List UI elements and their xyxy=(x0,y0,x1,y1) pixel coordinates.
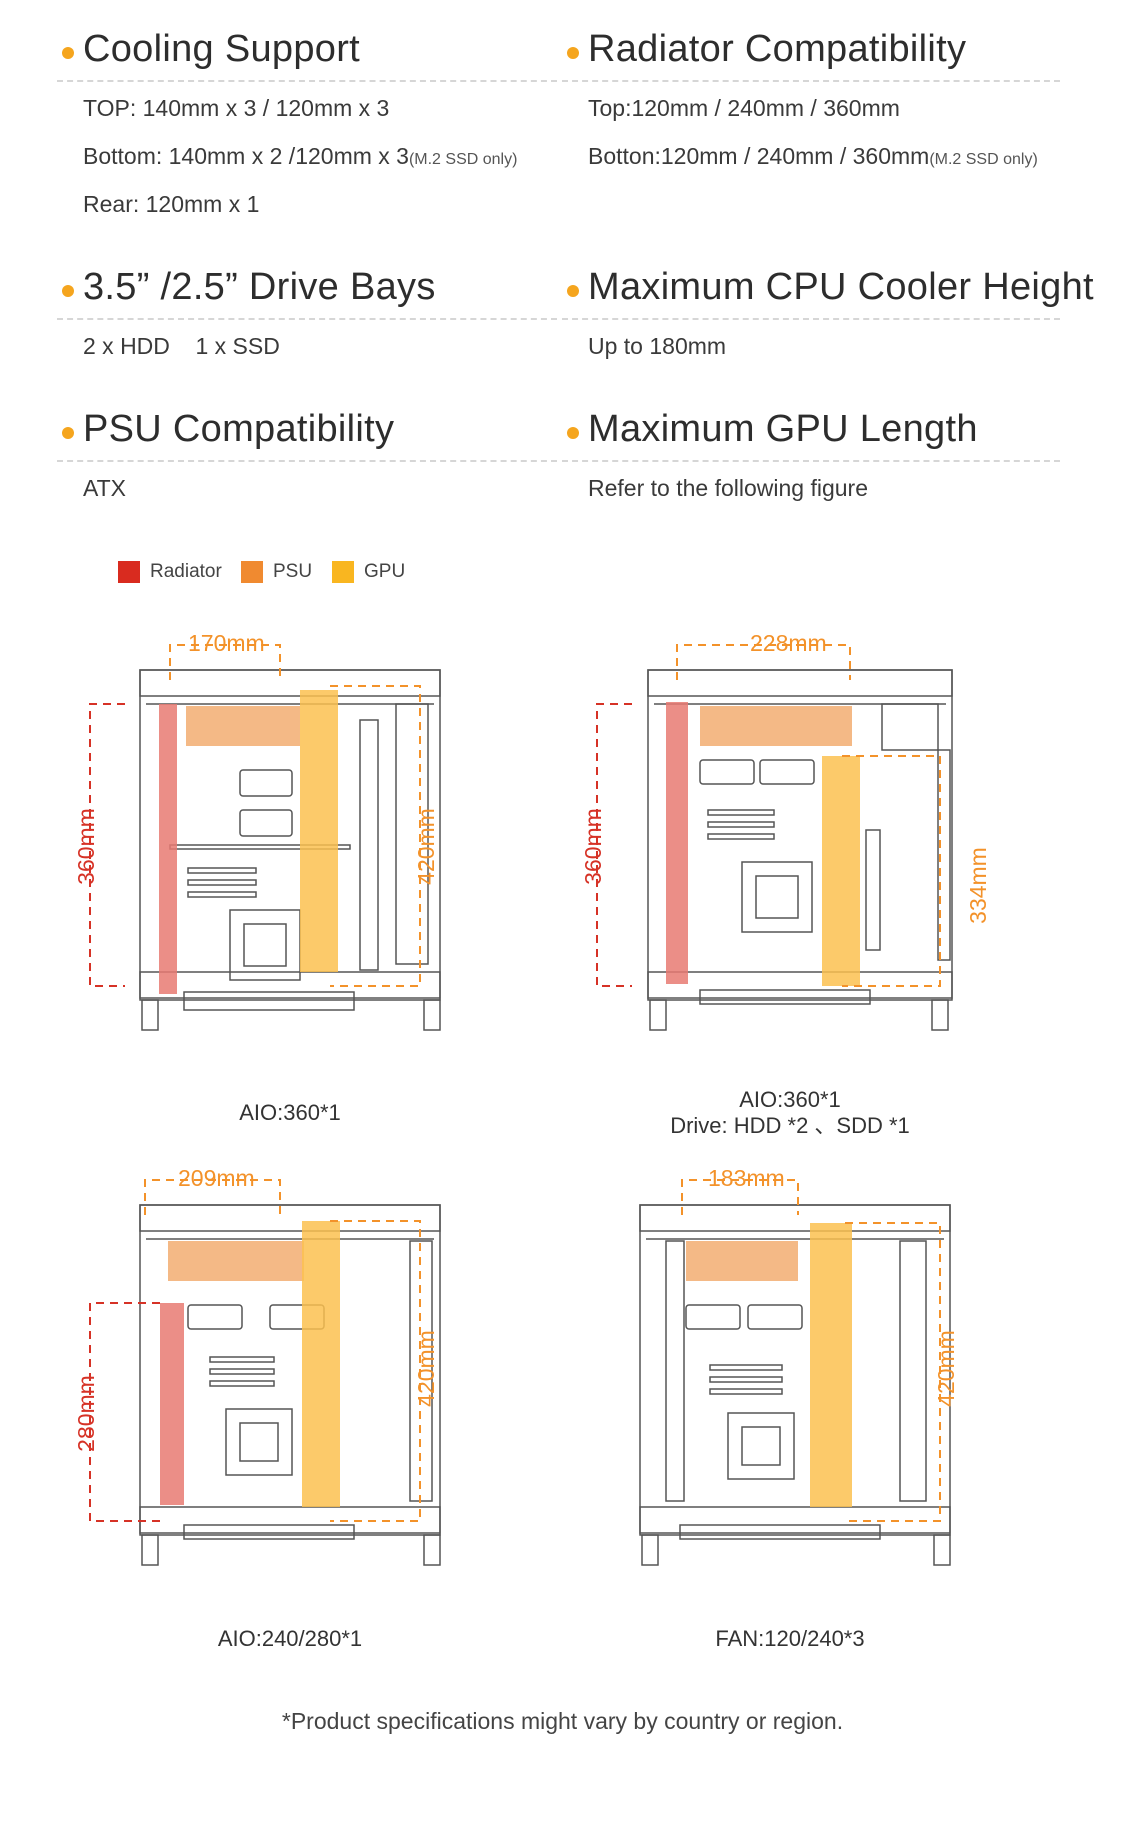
spec-radiator-compatibility: Radiator Compatibility Top:120mm / 240mm… xyxy=(562,22,1060,186)
legend-label: GPU xyxy=(364,561,406,582)
radiator-dimension-label: 360mm xyxy=(72,808,99,885)
psu-swatch xyxy=(241,561,263,583)
case-diagram-2: 228mm 360mm 334mm xyxy=(560,610,1020,1080)
spec-drive-bays: 3.5” /2.5” Drive Bays 2 x HDD 1 x SSD xyxy=(57,260,557,376)
case-drawing xyxy=(89,644,441,1031)
spec-title: Cooling Support xyxy=(83,28,361,70)
spec-header: Maximum CPU Cooler Height xyxy=(562,260,1094,320)
bullet-icon xyxy=(567,427,579,439)
case-caption-2: AIO:360*1 Drive: HDD *2 、SDD *1 xyxy=(600,1087,980,1139)
case-diagram-1: 170mm 360mm 420mm xyxy=(60,610,520,1080)
legend-label: PSU xyxy=(273,561,313,582)
gpu-highlight xyxy=(302,1221,340,1507)
legend-label: Radiator xyxy=(150,561,222,582)
spec-line-note: (M.2 SSD only) xyxy=(408,151,518,168)
psu-dimension-label: 170mm xyxy=(188,630,265,656)
radiator-highlight xyxy=(159,704,177,994)
spec-line: ATX xyxy=(83,475,127,501)
spec-line: TOP: 140mm x 3 / 120mm x 3 xyxy=(83,95,390,121)
gpu-dimension-label: 420mm xyxy=(932,1330,959,1407)
psu-dimension-label: 228mm xyxy=(750,630,827,656)
spec-cooling-support: Cooling Support TOP: 140mm x 3 / 120mm x… xyxy=(57,22,557,234)
psu-highlight xyxy=(686,1241,798,1281)
spec-header: Maximum GPU Length xyxy=(562,402,1060,462)
bullet-icon xyxy=(62,427,74,439)
gpu-dimension-label: 420mm xyxy=(412,808,439,885)
radiator-swatch xyxy=(118,561,140,583)
spec-line-main: Botton:120mm / 240mm / 360mm xyxy=(588,143,930,169)
spec-line: 2 x HDD 1 x SSD xyxy=(83,333,280,359)
radiator-dimension-label: 360mm xyxy=(579,808,606,885)
spec-header: Radiator Compatibility xyxy=(562,22,1060,82)
bullet-icon xyxy=(62,285,74,297)
spec-line: Up to 180mm xyxy=(588,333,727,359)
spec-cpu-cooler-height: Maximum CPU Cooler Height Up to 180mm xyxy=(562,260,1094,376)
spec-line: Top:120mm / 240mm / 360mm xyxy=(588,95,900,121)
spec-title: PSU Compatibility xyxy=(83,408,395,450)
case-caption-4: FAN:120/240*3 xyxy=(715,1626,865,1651)
spec-line: Rear: 120mm x 1 xyxy=(83,191,260,217)
gpu-highlight xyxy=(822,756,860,986)
gpu-swatch xyxy=(332,561,354,583)
psu-highlight xyxy=(168,1241,304,1281)
case-drawing xyxy=(89,1179,441,1566)
bullet-icon xyxy=(62,47,74,59)
spec-title: Maximum GPU Length xyxy=(588,408,978,450)
caption-line-2: Drive: HDD *2 、SDD *1 xyxy=(670,1113,910,1138)
radiator-highlight xyxy=(666,702,688,984)
bullet-icon xyxy=(567,47,579,59)
spec-header: Cooling Support xyxy=(57,22,557,82)
case-caption-1: AIO:360*1 xyxy=(239,1100,341,1125)
bullet-icon xyxy=(567,285,579,297)
spec-gpu-length: Maximum GPU Length Refer to the followin… xyxy=(562,402,1060,518)
spec-line-main: Bottom: 140mm x 2 /120mm x 3 xyxy=(83,143,409,169)
spec-line: Refer to the following figure xyxy=(588,475,868,501)
radiator-highlight xyxy=(160,1303,184,1505)
spec-title: 3.5” /2.5” Drive Bays xyxy=(83,266,436,308)
psu-highlight xyxy=(186,706,300,746)
spec-line: Botton:120mm / 240mm / 360mm(M.2 SSD onl… xyxy=(588,138,1060,186)
spec-line: Bottom: 140mm x 2 /120mm x 3(M.2 SSD onl… xyxy=(83,138,557,186)
psu-dimension-label: 209mm xyxy=(178,1165,255,1191)
spec-line-note: (M.2 SSD only) xyxy=(929,151,1038,168)
radiator-dimension-label: 280mm xyxy=(72,1375,99,1452)
case-caption-3: AIO:240/280*1 xyxy=(217,1626,363,1651)
spec-title: Radiator Compatibility xyxy=(588,28,967,70)
gpu-dimension-label: 334mm xyxy=(964,847,991,924)
case-diagram-3-drawing: 209mm 280mm 420mm xyxy=(60,1145,520,1615)
footnote: *Product specifications might vary by co… xyxy=(281,1708,844,1734)
spec-header: 3.5” /2.5” Drive Bays xyxy=(57,260,557,320)
spec-psu-compatibility: PSU Compatibility ATX xyxy=(57,402,557,518)
spec-title: Maximum CPU Cooler Height xyxy=(588,266,1094,308)
case-diagram-4: 183mm 420mm xyxy=(560,1145,1020,1615)
caption-line-1: AIO:360*1 xyxy=(739,1087,841,1112)
gpu-highlight xyxy=(810,1223,852,1507)
psu-dimension-label: 183mm xyxy=(708,1165,785,1191)
psu-highlight xyxy=(700,706,852,746)
case-drawing xyxy=(639,1179,951,1566)
spec-header: PSU Compatibility xyxy=(57,402,557,462)
case-drawing xyxy=(596,644,953,1031)
gpu-dimension-label: 420mm xyxy=(412,1330,439,1407)
gpu-highlight xyxy=(300,690,338,972)
